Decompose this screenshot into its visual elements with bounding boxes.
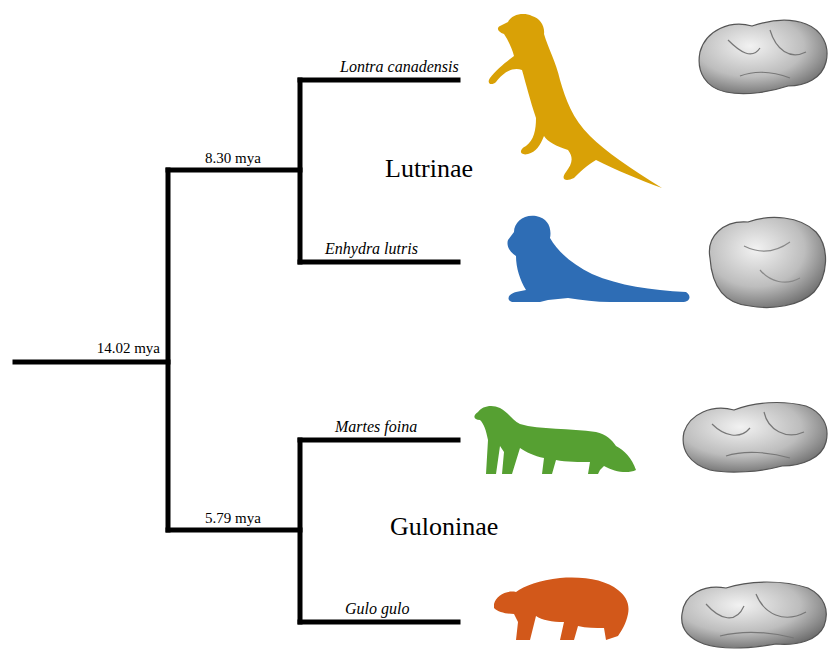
species-name: Martes foina (335, 418, 417, 436)
divergence-age: 14.02 mya (97, 340, 160, 357)
divergence-age: 8.30 mya (205, 150, 261, 167)
sea-otter-silhouette (507, 216, 689, 302)
clade-name: Lutrinae (385, 155, 473, 184)
divergence-age: 5.79 mya (205, 510, 261, 527)
clade-name: Guloninae (390, 513, 498, 542)
species-name: Lontra canadensis (340, 58, 459, 76)
species-name: Enhydra lutris (325, 240, 418, 258)
marten-silhouette (474, 406, 636, 474)
wolverine-silhouette (494, 578, 629, 641)
species-name: Gulo gulo (345, 600, 409, 618)
otter-silhouette (489, 14, 662, 188)
molar-teeth (682, 20, 827, 647)
